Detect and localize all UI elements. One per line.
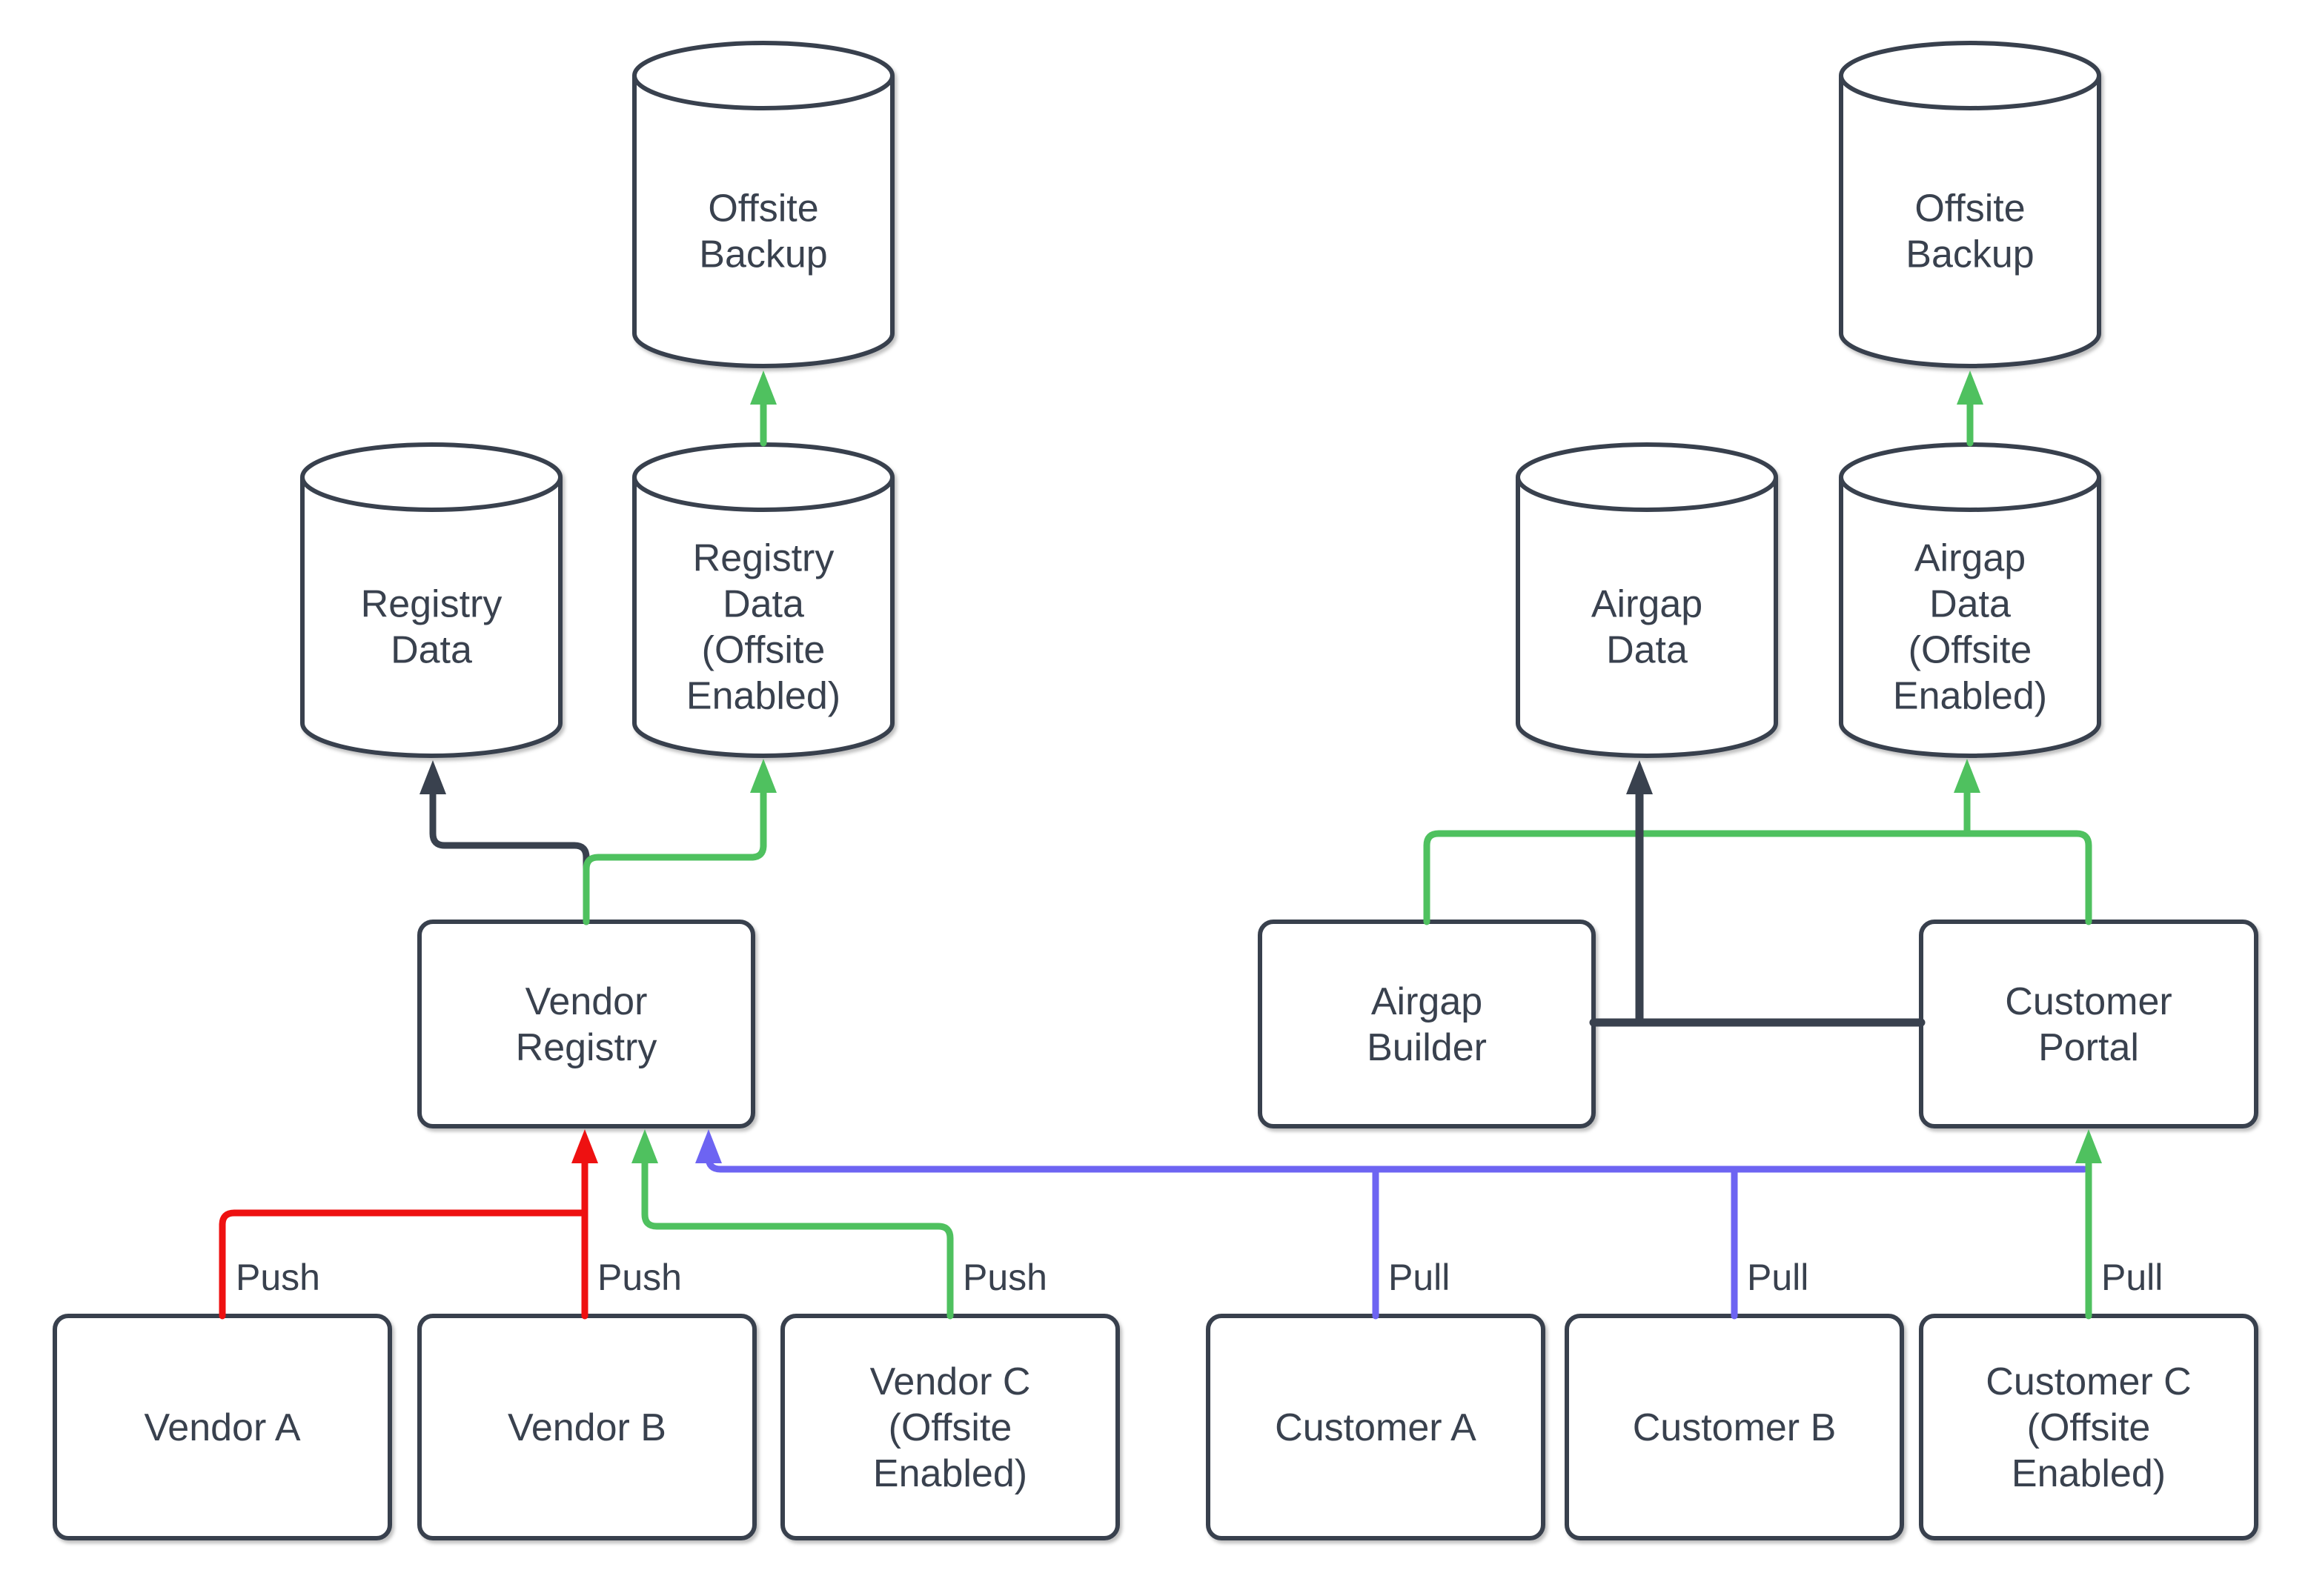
builder-portal-to-airgap-data-edge bbox=[1626, 760, 1653, 1027]
customer-a-node: Customer A bbox=[1206, 1314, 1545, 1540]
vendor-registry-to-registry-data-offsite-line bbox=[583, 785, 767, 925]
pull-label-customer-b: Pull bbox=[1747, 1257, 1808, 1298]
push-label-vendor-b: Push bbox=[597, 1257, 682, 1298]
airgap-data-offsite-to-offsite-backup-edge bbox=[1957, 370, 1983, 447]
vendor-a-label: Vendor A bbox=[144, 1406, 300, 1449]
vendor-a-node: Vendor A bbox=[53, 1314, 392, 1540]
registry-data-offsite-to-offsite-backup-arrowhead bbox=[750, 370, 777, 405]
airgap-data-top-ellipse bbox=[1516, 476, 1778, 512]
vendor-registry-to-registry-data-offsite-arrowhead bbox=[750, 759, 777, 793]
vendor-registry-to-registry-data-offsite-edge bbox=[583, 759, 777, 925]
customers-pull-to-vendor-registry-edge bbox=[695, 1129, 2088, 1173]
customer-a-label: Customer A bbox=[1275, 1406, 1476, 1449]
customers-pull-to-vendor-registry-arrowhead bbox=[695, 1129, 722, 1163]
airgap-builder-portal-green-trunk-edge bbox=[1423, 830, 2092, 925]
vendor-registry-shape bbox=[417, 920, 755, 1128]
vendor-c-push-link-edge bbox=[631, 1129, 954, 1320]
vendor-a-push-link-line bbox=[219, 1209, 586, 1320]
offsite-backup-right-shape bbox=[1839, 41, 2101, 368]
registry-data-top-ellipse bbox=[300, 476, 563, 512]
pull-label-customer-a: Pull bbox=[1388, 1257, 1450, 1298]
offsite-backup-right-top-ellipse bbox=[1839, 75, 2101, 110]
green-trunk-to-airgap-data-offsite-arrowhead bbox=[1954, 759, 1980, 793]
edges-layer bbox=[219, 370, 2102, 1320]
registry-data-offsite-top-ellipse bbox=[632, 476, 895, 512]
customer-c-pull-link-edge bbox=[2075, 1129, 2102, 1320]
edge-labels-layer: Push Push Push Pull Pull Pull bbox=[236, 1257, 2163, 1298]
customer-b-label: Customer B bbox=[1633, 1406, 1837, 1449]
vendor-b-label: Vendor B bbox=[508, 1406, 666, 1449]
airgap-builder-shape bbox=[1258, 920, 1596, 1128]
registry-data-shape bbox=[300, 442, 563, 758]
push-label-vendor-a: Push bbox=[236, 1257, 320, 1298]
vendor-registry-to-registry-data-line bbox=[429, 786, 590, 925]
customer-c-pull-link-arrowhead bbox=[2075, 1129, 2102, 1163]
offsite-backup-left-shape bbox=[632, 41, 895, 368]
vendor-c-push-link-line bbox=[641, 1155, 954, 1320]
airgap-data-shape bbox=[1516, 442, 1778, 758]
vendor-b-node: Vendor B bbox=[417, 1314, 757, 1540]
airgap-data-offsite-top-ellipse bbox=[1839, 476, 2101, 512]
customer-portal-shape bbox=[1919, 920, 2258, 1128]
airgap-data-offsite-shape bbox=[1839, 442, 2101, 758]
builder-portal-to-airgap-data-arrowhead bbox=[1626, 760, 1653, 794]
registry-data-offsite-to-offsite-backup-edge bbox=[750, 370, 777, 447]
vendor-registry-to-registry-data-arrowhead bbox=[420, 760, 446, 794]
airgap-data-offsite-to-offsite-backup-arrowhead bbox=[1957, 370, 1983, 405]
push-label-vendor-c: Push bbox=[963, 1257, 1047, 1298]
vendor-c-push-link-arrowhead bbox=[631, 1129, 658, 1163]
vendor-registry-to-registry-data-edge bbox=[420, 760, 590, 925]
customer-b-node: Customer B bbox=[1565, 1314, 1904, 1540]
pull-label-customer-c: Pull bbox=[2101, 1257, 2163, 1298]
offsite-backup-left-top-ellipse bbox=[632, 75, 895, 110]
vendor-a-push-link-edge bbox=[219, 1209, 586, 1320]
vendor-b-push-link-edge bbox=[571, 1129, 598, 1320]
registry-data-offsite-shape bbox=[632, 442, 895, 758]
airgap-builder-portal-green-trunk-line bbox=[1423, 830, 2092, 925]
vendor-b-push-link-arrowhead bbox=[571, 1129, 598, 1163]
green-trunk-to-airgap-data-offsite-edge bbox=[1954, 759, 1980, 837]
